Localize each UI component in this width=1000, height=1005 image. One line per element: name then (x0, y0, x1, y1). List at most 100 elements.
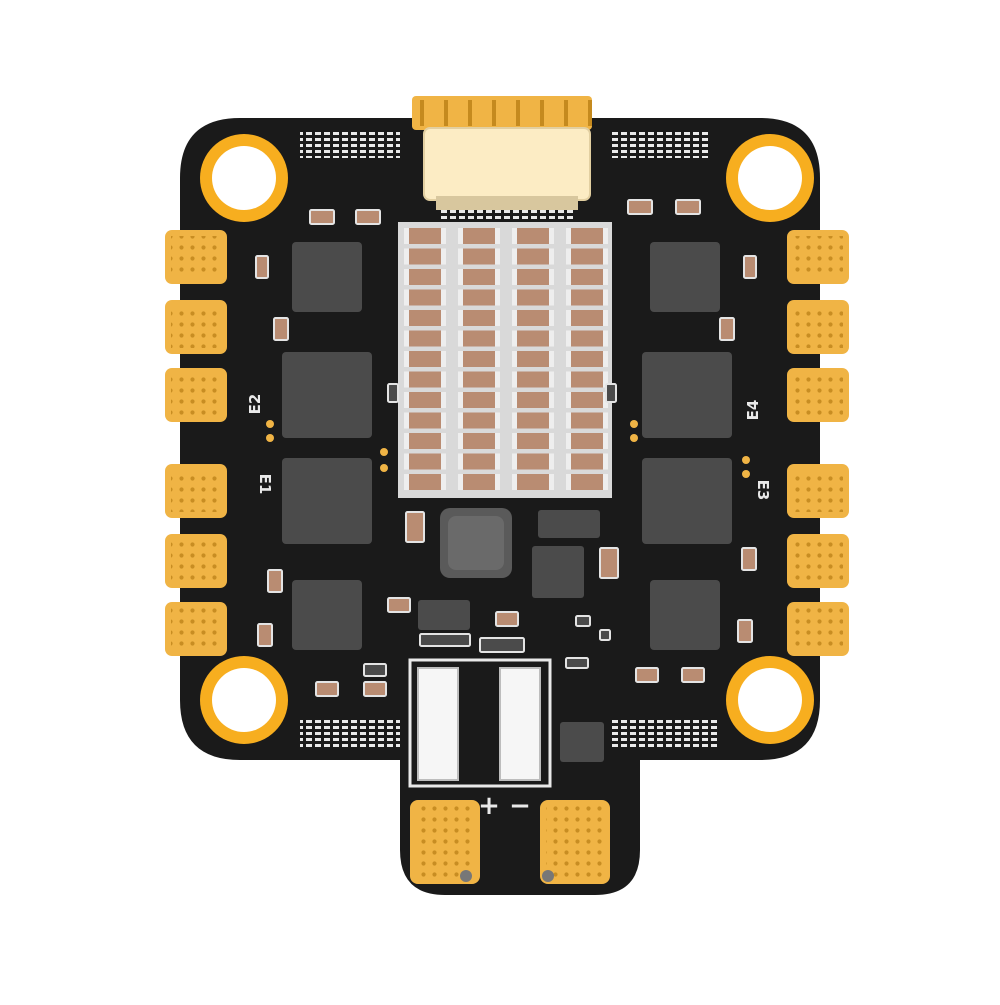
resistor (566, 412, 608, 429)
pcb-outline (180, 118, 820, 895)
smd-part (419, 633, 471, 647)
resistor (404, 269, 446, 285)
resistor-terminal (404, 474, 409, 490)
resistor-terminal (458, 474, 463, 490)
resistor-terminal (603, 453, 608, 470)
resistor-terminal (495, 289, 500, 306)
smd-capacitor (267, 569, 283, 593)
resistor-terminal (566, 248, 571, 265)
resistor (404, 392, 446, 408)
resistor (566, 351, 608, 367)
resistor-terminal (441, 289, 446, 306)
resistor-terminal (441, 433, 446, 449)
resistor (458, 310, 500, 326)
capacitor-pad (499, 667, 541, 781)
resistor-terminal (566, 412, 571, 429)
resistor-terminal (603, 330, 608, 347)
resistor-terminal (603, 248, 608, 265)
resistor-terminal (458, 289, 463, 306)
resistor-terminal (495, 228, 500, 244)
resistor (458, 453, 500, 470)
resistor (512, 474, 554, 490)
resistor-array (398, 222, 612, 498)
smd-capacitor (315, 681, 339, 697)
resistor (458, 248, 500, 265)
resistor-terminal (549, 453, 554, 470)
resistor-terminal (566, 330, 571, 347)
resistor (512, 371, 554, 388)
smd-capacitor (363, 681, 387, 697)
resistor-terminal (404, 289, 409, 306)
resistor-terminal (458, 310, 463, 326)
resistor-terminal (512, 269, 517, 285)
smd-capacitor (405, 511, 425, 543)
resistor (512, 453, 554, 470)
resistor-terminal (441, 310, 446, 326)
resistor-terminal (404, 371, 409, 388)
resistor-terminal (404, 351, 409, 367)
resistor-terminal (458, 228, 463, 244)
chip (418, 600, 470, 630)
resistor (566, 474, 608, 490)
smd-capacitor (257, 623, 273, 647)
resistor-terminal (566, 228, 571, 244)
resistor-terminal (458, 453, 463, 470)
resistor (404, 228, 446, 244)
smd-capacitor (681, 667, 705, 683)
resistor (458, 412, 500, 429)
resistor-terminal (512, 228, 517, 244)
resistor-terminal (404, 392, 409, 408)
resistor-terminal (512, 433, 517, 449)
resistor (404, 412, 446, 429)
resistor-terminal (566, 371, 571, 388)
resistor-terminal (549, 289, 554, 306)
resistor-terminal (549, 228, 554, 244)
resistor (404, 371, 446, 388)
resistor (404, 433, 446, 449)
smd-capacitor (737, 619, 753, 643)
resistor (512, 351, 554, 367)
resistor-terminal (549, 412, 554, 429)
resistor-terminal (441, 392, 446, 408)
resistor-terminal (404, 330, 409, 347)
smd-part (605, 383, 617, 403)
resistor (458, 433, 500, 449)
resistor (458, 474, 500, 490)
chip (282, 352, 372, 438)
resistor (566, 289, 608, 306)
resistor (566, 310, 608, 326)
chip (650, 580, 720, 650)
smd-capacitor (387, 597, 411, 613)
resistor-terminal (603, 269, 608, 285)
resistor-terminal (495, 412, 500, 429)
chip (642, 458, 732, 544)
smd-part (565, 657, 589, 669)
resistor-terminal (458, 269, 463, 285)
resistor-terminal (603, 474, 608, 490)
resistor-terminal (441, 269, 446, 285)
smd-part (599, 629, 611, 641)
resistor-terminal (603, 289, 608, 306)
resistor-terminal (495, 248, 500, 265)
smd-capacitor (599, 547, 619, 579)
resistor-terminal (404, 228, 409, 244)
smd-part (479, 637, 525, 653)
resistor-terminal (441, 351, 446, 367)
resistor-terminal (512, 289, 517, 306)
smd-capacitor (675, 199, 701, 215)
diode (538, 510, 600, 538)
resistor-terminal (603, 310, 608, 326)
smd-capacitor (627, 199, 653, 215)
resistor-terminal (549, 433, 554, 449)
resistor-terminal (441, 412, 446, 429)
motor-pads-right (787, 230, 849, 656)
resistor (458, 330, 500, 347)
smd-part (387, 383, 399, 403)
resistor-terminal (495, 392, 500, 408)
resistor (512, 392, 554, 408)
chip (650, 242, 720, 312)
negative-label: − (509, 791, 531, 821)
resistor-terminal (458, 248, 463, 265)
resistor-terminal (441, 228, 446, 244)
